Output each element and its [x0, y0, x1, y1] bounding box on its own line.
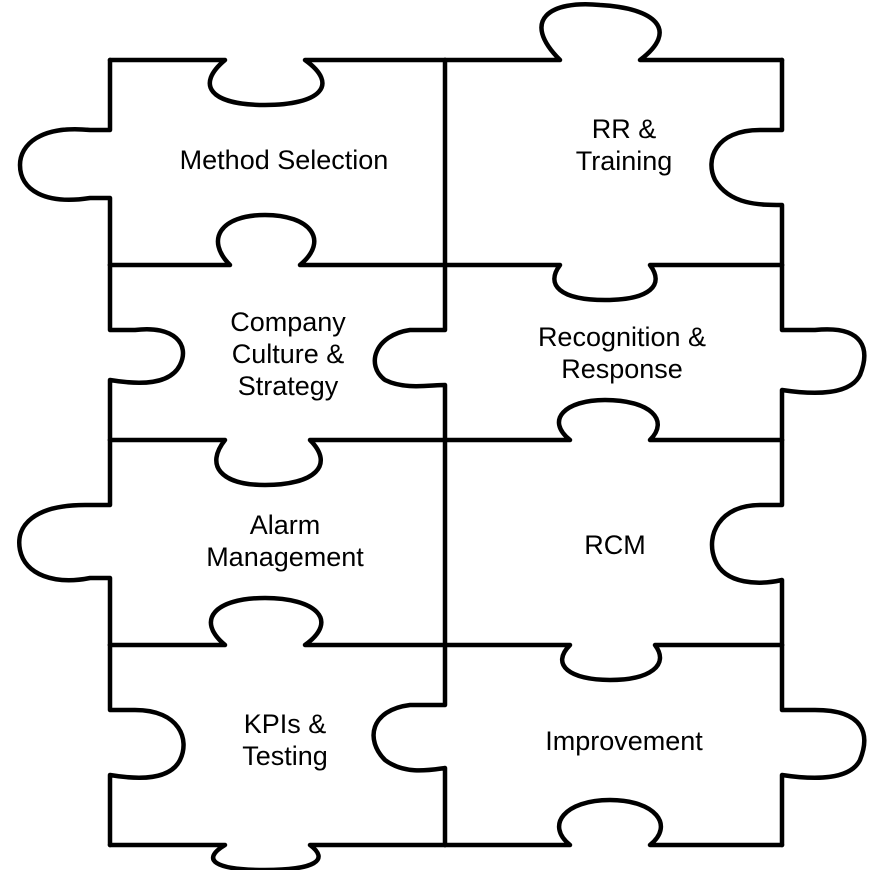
edge-top-row1-right [442, 2, 785, 63]
edge-bottom-right [442, 797, 785, 848]
edge-left-row4 [107, 642, 186, 848]
piece-label-line: KPIs & [244, 709, 327, 739]
edge-right-row4 [779, 642, 867, 848]
edge-h1-right [442, 262, 785, 303]
piece-label-improvement: Improvement [545, 726, 703, 756]
piece-label-line: Response [561, 354, 683, 384]
edge-left-row3 [17, 437, 113, 648]
edge-h2-right [442, 397, 785, 443]
piece-label-line: Recognition & [538, 322, 706, 352]
edge-mid-row4 [371, 642, 448, 848]
edge-bottom-left [107, 842, 448, 870]
edge-h3-right [442, 642, 785, 683]
piece-label-rr-training: RR &Training [576, 114, 673, 176]
piece-label-line: Improvement [545, 726, 703, 756]
piece-label-rcm: RCM [584, 530, 646, 560]
edge-top-left [17, 57, 113, 268]
edge-left-row2 [107, 262, 186, 443]
piece-label-line: Management [206, 542, 364, 572]
edge-h1-left [107, 212, 448, 268]
piece-label-line: Strategy [238, 371, 339, 401]
piece-label-line: RCM [584, 530, 646, 560]
piece-label-line: RR & [592, 114, 657, 144]
edge-top-row1 [107, 57, 448, 108]
edge-h3-left [107, 595, 448, 648]
edge-right-row1 [709, 57, 785, 268]
piece-label-line: Company [230, 307, 346, 337]
piece-label-line: Culture & [232, 339, 345, 369]
piece-label-line: Alarm [250, 510, 321, 540]
edge-right-row2 [779, 262, 867, 443]
piece-label-kpis-testing: KPIs &Testing [242, 709, 328, 771]
edge-mid-row2 [372, 262, 448, 443]
puzzle-outline [17, 2, 867, 870]
piece-label-line: Method Selection [180, 145, 389, 175]
piece-label-line: Training [576, 146, 673, 176]
edge-h2-left [107, 437, 448, 488]
piece-label-method-selection: Method Selection [180, 145, 389, 175]
piece-label-recognition-response: Recognition &Response [538, 322, 706, 384]
edge-right-row3 [709, 437, 785, 648]
piece-label-line: Testing [242, 741, 328, 771]
